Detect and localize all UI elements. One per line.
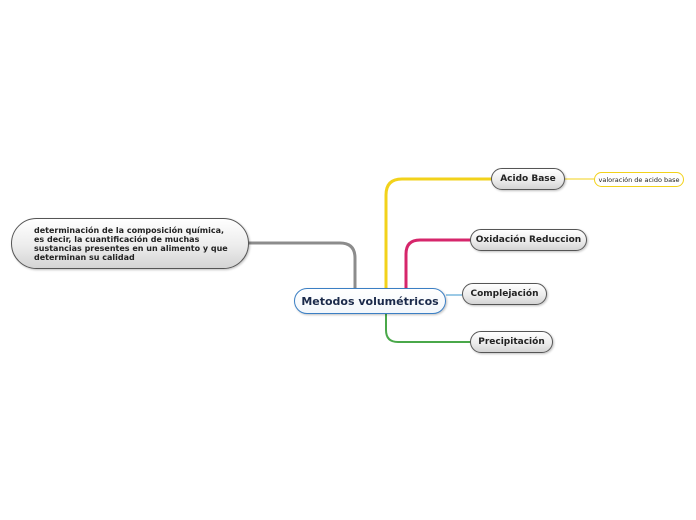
topic-precipitacion[interactable]: Precipitación	[470, 331, 553, 353]
description-text: determinación de la composición química,…	[34, 225, 228, 262]
central-topic-label: Metodos volumétricos	[301, 294, 439, 308]
connector-precipitacion	[385, 313, 471, 343]
topic-complejacion[interactable]: Complejación	[462, 283, 547, 305]
central-topic[interactable]: Metodos volumétricos	[294, 288, 446, 314]
topic-oxidacion-reduccion[interactable]: Oxidación Reduccion	[470, 229, 587, 251]
connector-description	[247, 241, 357, 290]
subtopic-valoracion-acido-base[interactable]: valoración de acido base	[594, 172, 684, 187]
topic-precipitacion-label: Precipitación	[478, 337, 545, 347]
topic-oxidacion-reduccion-label: Oxidación Reduccion	[475, 235, 582, 245]
topic-complejacion-label: Complejación	[470, 289, 539, 299]
topic-acido-base[interactable]: Acido Base	[491, 168, 565, 190]
connector-acido-base	[384, 177, 493, 290]
connector-oxidacion-reduccion	[404, 238, 472, 290]
description-node[interactable]: determinación de la composición química,…	[11, 218, 249, 269]
topic-acido-base-label: Acido Base	[500, 174, 556, 184]
subtopic-label: valoración de acido base	[598, 175, 680, 184]
